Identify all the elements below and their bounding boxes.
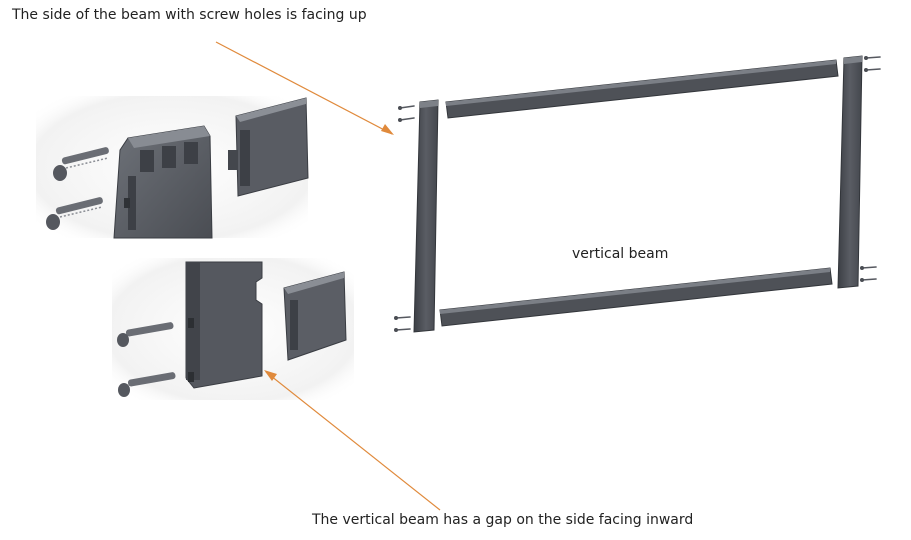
screw-icon [861,278,877,281]
annotation-vertical-beam: vertical beam [572,246,669,262]
screw-icon [865,56,881,59]
screw-icon [861,266,877,269]
screw-icon [865,68,881,71]
screw-icon [46,197,103,230]
frame-screws [395,56,881,331]
beam-side-piece [228,97,309,197]
screw-icon [53,147,109,181]
exploded-frame [394,55,881,333]
vertical-beam-with-gap [185,261,263,389]
top-horizontal-beam [445,59,839,119]
screw-icon [118,372,176,397]
inset-screw-holes-detail [36,96,309,239]
bottom-horizontal-beam [439,267,833,327]
screw-icon [117,322,174,347]
screw-icon [395,328,411,331]
screw-icon [399,105,415,109]
annotation-screw-holes-up: The side of the beam with screw holes is… [12,7,367,23]
right-vertical-beam [837,55,863,289]
annotation-vertical-beam-gap: The vertical beam has a gap on the side … [312,512,694,528]
leader-arrow-bottom [264,370,441,511]
left-vertical-beam [413,99,439,333]
screw-icon [395,316,411,319]
screw-icon [399,117,415,121]
inset-gap-detail [112,258,354,400]
horizontal-beam-end [283,271,347,361]
beam-end-profile [113,125,213,239]
leader-arrow-top [215,41,394,135]
